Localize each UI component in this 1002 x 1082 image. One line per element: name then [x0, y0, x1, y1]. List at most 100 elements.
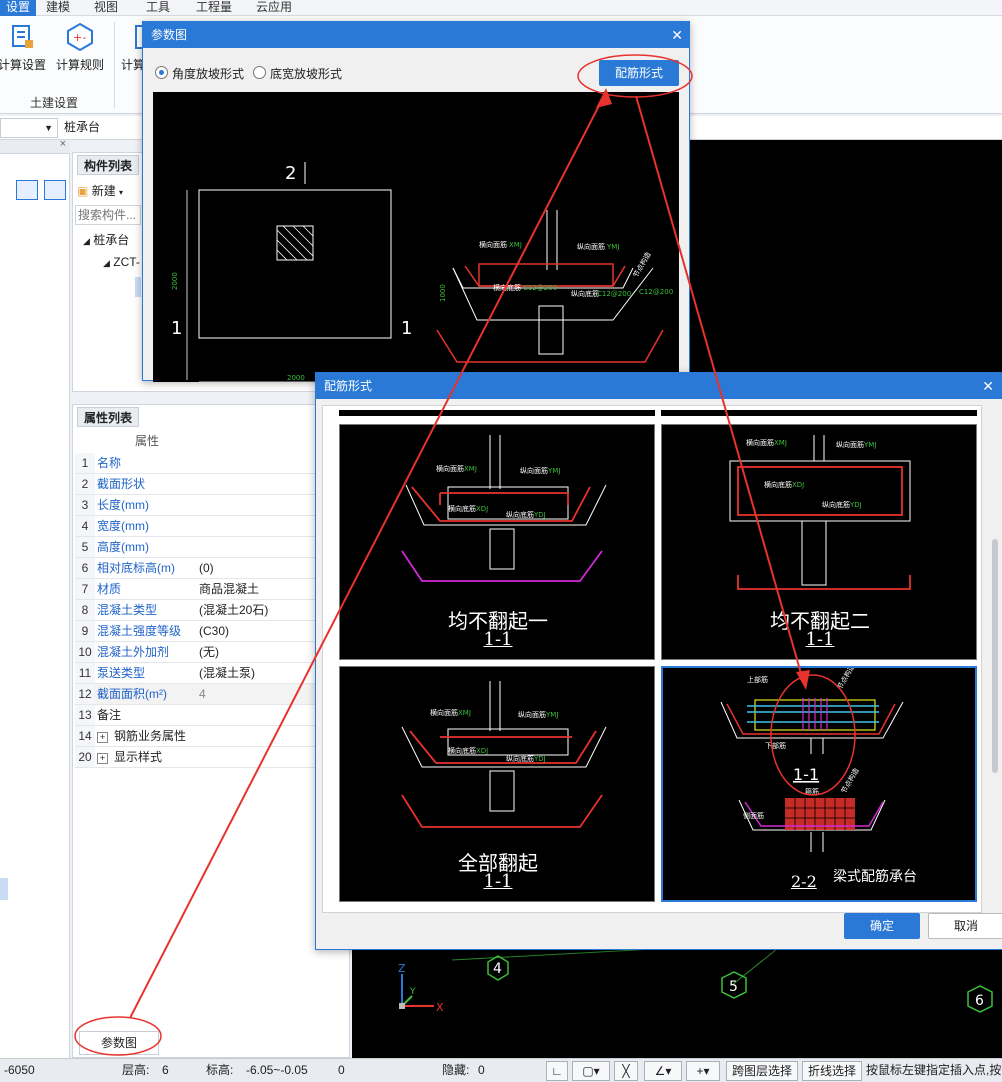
rebar-option-1-drawing: 横向面筋 XMJ 纵向面筋 YMJ 横向底筋 XDJ 纵向底筋 YDJ	[401, 435, 607, 582]
grid-view-icon[interactable]	[44, 180, 66, 200]
param-diagram-tab[interactable]: 参数图	[79, 1031, 159, 1055]
floor-select[interactable]: ▼	[0, 118, 58, 138]
label-c1-c: C12@200	[639, 288, 673, 296]
calc-settings-label: 计算设置	[0, 58, 46, 72]
cross-toggle[interactable]: ╳	[614, 1061, 638, 1081]
property-value[interactable]: (混凝土泵)	[199, 666, 255, 680]
nav-selected-marker	[0, 878, 8, 900]
property-value[interactable]: (0)	[199, 561, 214, 575]
radio-angle-slope-label: 角度放坡形式	[172, 67, 245, 81]
calc-settings-button[interactable]: 计算设置	[0, 22, 50, 82]
rebar-form-button[interactable]: 配筋形式	[599, 60, 679, 86]
tree-expand-icon[interactable]: ◢	[83, 236, 90, 246]
component-search-input[interactable]	[75, 205, 141, 225]
menu-quantity[interactable]: 工程量	[196, 0, 233, 14]
close-icon[interactable]: ✕	[982, 378, 994, 394]
radio-angle-slope[interactable]	[155, 66, 168, 79]
property-row-number: 8	[75, 600, 95, 620]
property-row-number: 1	[75, 453, 95, 473]
label: YDJ	[533, 755, 546, 763]
expand-icon[interactable]: +	[97, 753, 108, 764]
component-list-tab[interactable]: 构件列表	[77, 155, 140, 175]
tree-expand-icon[interactable]: ◢	[103, 258, 110, 268]
property-row-number: 9	[75, 621, 95, 641]
ortho-toggle[interactable]: ∟	[546, 1061, 568, 1081]
property-name-text: 长度(mm)	[97, 498, 149, 512]
property-value[interactable]: 商品混凝土	[199, 582, 260, 596]
axis-label-4: 4	[493, 961, 502, 977]
menu-modeling[interactable]: 建模	[46, 0, 71, 14]
angle-select[interactable]: ∠▾	[644, 1061, 682, 1081]
property-value[interactable]: (混凝土20石)	[199, 603, 269, 617]
expand-icon[interactable]: +	[97, 732, 108, 743]
property-value[interactable]: (无)	[199, 645, 219, 659]
rebar-option-2-section: 1-1	[805, 629, 835, 650]
label: XMJ	[774, 439, 787, 447]
label-v-top: 纵向面筋	[577, 242, 605, 251]
label: 横向面筋	[746, 438, 774, 447]
rebar-option-1[interactable]: 横向面筋 XMJ 纵向面筋 YMJ 横向底筋 XDJ 纵向底筋 YDJ 均不翻起…	[339, 424, 655, 660]
axis-label-5: 5	[729, 979, 738, 995]
axis-marker-5[interactable]	[721, 971, 747, 999]
gallery-prev-row	[661, 410, 977, 416]
calc-rules-button[interactable]: +- 计算规则	[52, 22, 108, 82]
rebar-option-2[interactable]: 横向面筋 XMJ 纵向面筋 YMJ 横向底筋 XDJ 纵向底筋 YDJ 均不翻起…	[661, 424, 977, 660]
property-row-number: 14	[75, 726, 95, 746]
tree-selected-marker	[135, 277, 141, 297]
property-list-tab[interactable]: 属性列表	[77, 407, 140, 427]
property-name-text: 混凝土外加剂	[97, 645, 170, 659]
ok-button[interactable]: 确定	[844, 913, 920, 939]
new-button[interactable]: ▣ 新建 ▾	[77, 181, 137, 201]
cancel-button[interactable]: 取消	[928, 913, 1002, 939]
close-icon[interactable]: ×	[59, 138, 66, 150]
polyline-select-button[interactable]: 折线选择	[802, 1061, 862, 1081]
property-name-text: 相对底标高(m)	[97, 561, 175, 575]
property-row[interactable]: 20+显示样式	[75, 747, 351, 768]
tree-child[interactable]: ◢ ZCT-	[103, 255, 140, 269]
rebar-form-dialog: 配筋形式 ✕ 横向面筋 XMJ 纵向面筋 YMJ 横向底筋 XDJ	[315, 372, 1002, 950]
property-value[interactable]: 4	[199, 687, 206, 701]
gallery-scrollbar[interactable]	[992, 539, 998, 773]
radio-width-slope[interactable]	[253, 66, 266, 79]
property-name: 备注	[97, 705, 197, 725]
param-diagram-dialog: 参数图 ✕ 角度放坡形式 底宽放坡形式 配筋形式 2000 2000 1 1	[142, 21, 690, 438]
list-view-icon[interactable]	[16, 180, 38, 200]
hidden-label: 隐藏:	[442, 1063, 470, 1077]
menu-cloud[interactable]: 云应用	[256, 0, 293, 14]
menu-settings[interactable]: 设置	[0, 0, 37, 16]
label: YMJ	[547, 467, 560, 475]
offset-select[interactable]: +▾	[686, 1061, 720, 1081]
label: 纵向面筋	[520, 466, 548, 475]
cross-layer-select-button[interactable]: 跨图层选择	[726, 1061, 798, 1081]
tree-child-label: ZCT-	[113, 255, 140, 269]
menu-tools[interactable]: 工具	[146, 0, 171, 14]
status-hint: 按鼠标左键指定插入点,按	[866, 1063, 1002, 1077]
close-icon[interactable]: ✕	[671, 27, 683, 43]
tree-root[interactable]: ◢ 桩承台	[83, 231, 129, 248]
axis-x-label: X	[436, 1001, 444, 1014]
property-name: 宽度(mm)	[97, 516, 197, 536]
snap-select[interactable]: ▢▾	[572, 1061, 610, 1081]
property-row[interactable]: 14+钢筋业务属性	[75, 726, 351, 747]
menu-view[interactable]: 视图	[94, 0, 119, 14]
axis-marker-6[interactable]	[967, 985, 993, 1013]
property-name: 混凝土强度等级	[97, 621, 197, 641]
property-row-number: 6	[75, 558, 95, 578]
rebar-option-3[interactable]: 横向面筋 XMJ 纵向面筋 YMJ 横向底筋 XDJ 纵向底筋 YDJ 全部翻起…	[339, 666, 655, 902]
label: 纵向面筋	[836, 440, 864, 449]
property-value[interactable]: (C30)	[199, 624, 230, 638]
rebar-option-4[interactable]: 1-1 上部筋 下部筋 箍筋 侧面筋 节点构造 节点构造 2-2 梁式配筋承台	[661, 662, 977, 902]
